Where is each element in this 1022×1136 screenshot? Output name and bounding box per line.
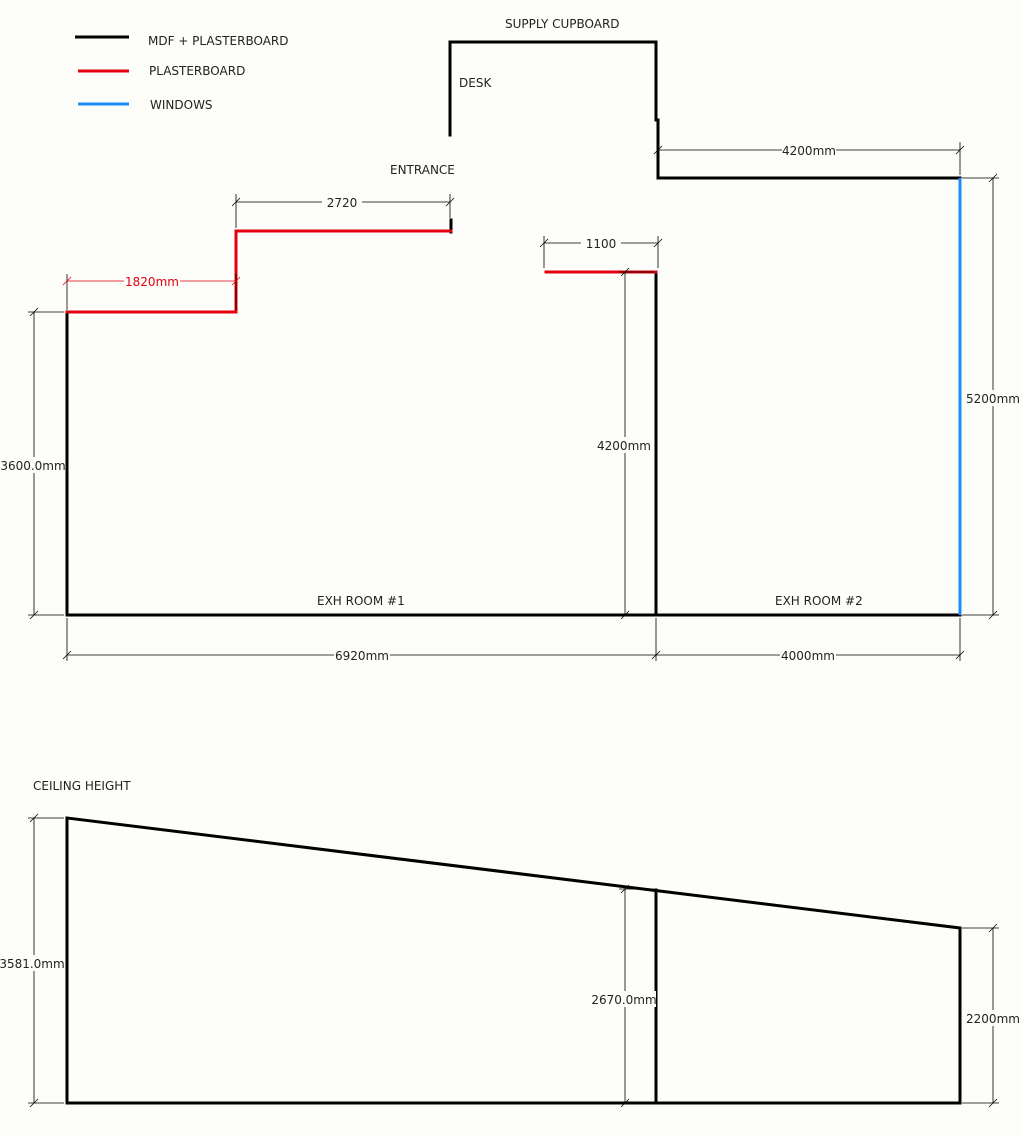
- dim-section-right: 2200mm: [962, 923, 1020, 1108]
- dim-label-section-right: 2200mm: [966, 1012, 1020, 1026]
- dimension-lines: 4200mm 2720 1820mm: [0, 142, 1020, 663]
- dim-step-lower: 1820mm: [62, 273, 241, 310]
- dim-label-section-middle: 2670.0mm: [591, 993, 656, 1007]
- label-supply-cupboard: SUPPLY CUPBOARD: [505, 17, 620, 31]
- dim-label-room2-width: 4000mm: [781, 649, 835, 663]
- dim-label-step-upper: 2720: [327, 196, 358, 210]
- dim-label-partition-length: 4200mm: [597, 439, 651, 453]
- dim-room1-width: 6920mm: [62, 618, 661, 663]
- dim-section-left: 3581.0mm: [0, 813, 65, 1108]
- section-title: CEILING HEIGHT: [33, 779, 131, 793]
- wall-supply-cupboard: [448, 40, 658, 137]
- dim-label-room1-width: 6920mm: [335, 649, 389, 663]
- wall-bottom-left: [65, 310, 962, 617]
- dim-left-wall: 3600.0mm: [0, 307, 66, 620]
- wall-plasterboard-step: [65, 229, 453, 314]
- dim-label-step-lower: 1820mm: [125, 275, 179, 289]
- dim-right-wall: 5200mm: [962, 173, 1020, 620]
- dim-partition-length: 4200mm: [597, 267, 654, 620]
- dim-label-left-wall: 3600.0mm: [0, 459, 65, 473]
- label-entrance: ENTRANCE: [390, 163, 455, 177]
- dim-cupboard-width: 4200mm: [653, 142, 965, 175]
- legend: MDF + PLASTERBOARD PLASTERBOARD WINDOWS: [75, 34, 289, 112]
- dim-label-right-wall: 5200mm: [966, 392, 1020, 406]
- dim-label-partition-stub: 1100: [586, 237, 617, 251]
- dim-section-middle: 2670.0mm: [591, 884, 657, 1108]
- label-desk: DESK: [459, 76, 492, 90]
- dim-label-cupboard-width: 4200mm: [782, 144, 836, 158]
- label-exh-room-2: EXH ROOM #2: [775, 594, 863, 608]
- legend-label-mdf: MDF + PLASTERBOARD: [148, 34, 289, 48]
- dim-step-upper: 2720: [231, 194, 455, 228]
- legend-label-plasterboard: PLASTERBOARD: [149, 64, 245, 78]
- wall-room2-top: [656, 118, 962, 180]
- dim-room2-width: 4000mm: [656, 618, 965, 663]
- section-outline: [65, 816, 962, 1105]
- legend-label-windows: WINDOWS: [150, 98, 213, 112]
- dim-partition-stub: 1100: [539, 235, 663, 268]
- walls-mdf-plasterboard: [65, 40, 962, 617]
- dim-label-section-left: 3581.0mm: [0, 957, 65, 971]
- ceiling-section: CEILING HEIGHT 3581.0mm 2670.0mm: [0, 779, 1020, 1108]
- label-exh-room-1: EXH ROOM #1: [317, 594, 405, 608]
